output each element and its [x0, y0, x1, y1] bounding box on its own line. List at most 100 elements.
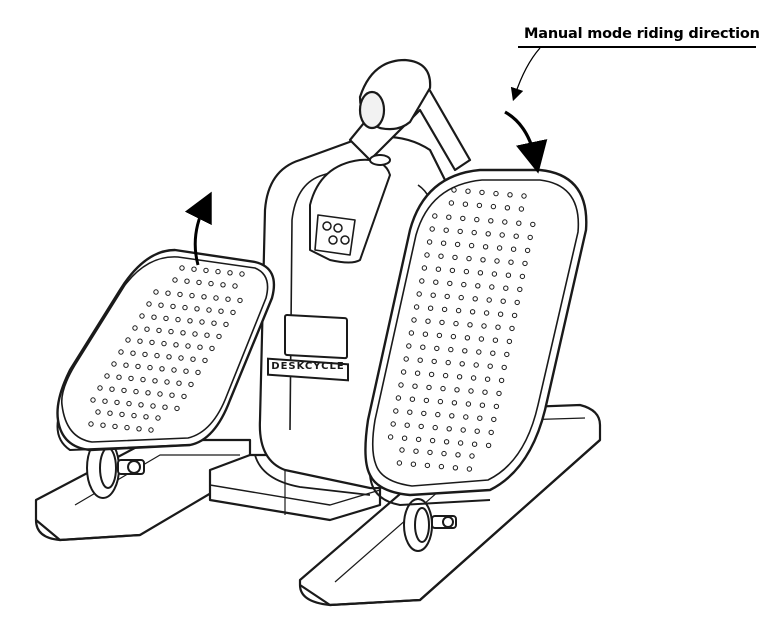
grip-dot [157, 391, 163, 397]
grip-dot [95, 409, 101, 415]
grip-dot [419, 278, 425, 284]
grip-dot [476, 202, 483, 209]
grip-dot [470, 375, 477, 381]
grip-dot [485, 442, 492, 449]
grip-dot [441, 306, 448, 313]
grip-dot [149, 339, 155, 346]
grip-dot [152, 378, 158, 384]
left-pedal-direction-arrow [184, 191, 212, 266]
grip-dot [201, 294, 207, 300]
grip-dot [488, 429, 494, 436]
grip-dot [395, 395, 402, 401]
right-pedal-direction-arrow [504, 110, 548, 174]
grip-dot [479, 189, 485, 196]
grip-dot [404, 422, 410, 428]
grip-dot [451, 400, 458, 406]
grip-dot [412, 383, 418, 389]
grip-dot [153, 289, 159, 295]
grip-dot [131, 412, 137, 419]
grip-dot [481, 323, 487, 329]
grip-dot [440, 385, 446, 392]
grip-dot [508, 259, 514, 265]
grip-dot [497, 311, 504, 317]
grip-dot [227, 270, 233, 276]
grip-dot [511, 312, 518, 319]
grip-dot [407, 409, 413, 415]
grip-dot [465, 401, 472, 407]
grip-dot [474, 428, 480, 434]
grip-dot [457, 228, 463, 235]
grip-dot [190, 356, 196, 362]
grip-dot [499, 232, 505, 238]
right-wheel [403, 498, 457, 552]
grip-dot [88, 421, 94, 427]
grip-dot [420, 344, 426, 350]
grip-dot [521, 193, 527, 199]
grip-dot [408, 330, 415, 336]
grip-dot [159, 366, 165, 372]
grip-dot [457, 440, 464, 446]
grip-dot [130, 350, 136, 356]
grip-dot [439, 319, 445, 326]
grip-dot [462, 201, 469, 207]
grip-dot [191, 266, 197, 272]
grip-dot [411, 317, 417, 323]
grip-dot [430, 292, 436, 298]
grip-dot [474, 216, 480, 223]
grip-dot [478, 336, 485, 342]
grip-dot [487, 363, 493, 369]
grip-dot [119, 411, 125, 418]
grip-dot [409, 396, 416, 402]
left-pedal-grip-dots [88, 265, 245, 433]
grip-dot [435, 411, 441, 418]
grip-dot [142, 351, 148, 358]
grip-dot [146, 301, 152, 307]
grip-dot [448, 200, 455, 206]
brand-plate: DESKCYCLE [267, 357, 349, 382]
grip-dot [109, 386, 115, 392]
grip-dot [393, 408, 399, 414]
grip-dot [426, 239, 433, 245]
grip-dot [123, 362, 129, 368]
grip-dot [140, 376, 146, 383]
grip-dot [435, 266, 442, 272]
label-underline [518, 46, 756, 48]
grip-dot [442, 372, 449, 379]
grip-dot [492, 337, 499, 343]
power-button [340, 235, 350, 245]
grip-dot [504, 205, 511, 211]
grip-dot [104, 373, 110, 379]
grip-dot [144, 326, 150, 332]
grip-dot [476, 349, 482, 355]
grip-dot [223, 321, 229, 328]
grip-dot [456, 374, 463, 380]
grip-dot [484, 376, 491, 382]
grip-dot [443, 227, 449, 233]
grip-dot [199, 319, 205, 325]
grip-dot [225, 296, 231, 302]
grip-dot [460, 427, 466, 433]
grip-dot [496, 390, 502, 397]
grip-dot [177, 291, 183, 298]
grip-dot [204, 332, 210, 338]
grip-dot [187, 318, 193, 324]
grip-dot [517, 286, 523, 293]
grip-dot [203, 267, 209, 274]
grip-dot [172, 277, 178, 283]
grip-dot [465, 188, 471, 194]
grip-dot [428, 371, 435, 378]
grip-dot [429, 437, 436, 444]
grip-dot [426, 384, 432, 391]
grip-dot [422, 331, 429, 337]
grip-dot [398, 382, 404, 388]
grip-dot [441, 450, 447, 457]
grip-dot [477, 270, 484, 276]
grip-dot [482, 244, 489, 250]
grip-dot [97, 385, 103, 391]
grip-dot [449, 413, 455, 419]
grip-dot [463, 414, 469, 420]
grip-dot [183, 368, 189, 374]
grip-dot [230, 309, 236, 316]
grip-dot [125, 337, 131, 343]
grip-dot [206, 307, 212, 313]
